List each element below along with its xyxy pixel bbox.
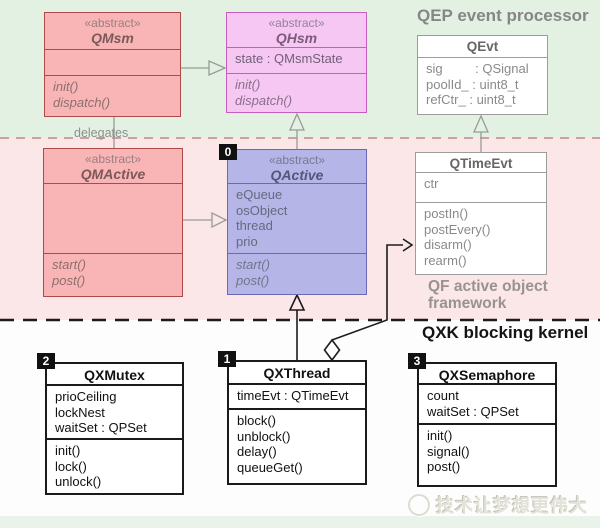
watermark: 技术让梦想更伟大: [408, 492, 588, 518]
operation-line: block(): [237, 413, 277, 428]
attribute-line: prio: [236, 233, 258, 249]
operation-line: postEvery(): [424, 221, 491, 237]
attributes-section: sig : QSignal poolId_ : uint8_t refCtr_ …: [418, 57, 547, 114]
attributes-section: [45, 49, 180, 75]
attributes-section: prioCeiling lockNest waitSet : QPSet: [47, 384, 182, 438]
attributes-section: ctr: [416, 172, 546, 202]
operation-line: disarm(): [424, 237, 472, 252]
attribute-line: timeEvt : QTimeEvt: [237, 388, 349, 403]
operations-section: init() lock() unlock(): [47, 438, 182, 493]
class-stereotype: «abstract»: [84, 16, 141, 30]
class-qmsm: «abstract» QMsm init() dispatch(): [44, 12, 181, 117]
attribute-line: count: [427, 388, 459, 403]
operations-section: block() unblock() delay() queueGet(): [229, 408, 365, 483]
qep-region-title: QEP event processor: [417, 6, 589, 25]
operation-line: init(): [53, 79, 79, 94]
class-qhsm: «abstract» QHsm state : QMsmState init()…: [226, 12, 367, 113]
attribute-line: osObject: [236, 202, 288, 218]
attributes-section: timeEvt : QTimeEvt: [229, 383, 365, 408]
attribute-line: refCtr_ : uint8_t: [426, 92, 516, 107]
attributes-section: [44, 183, 182, 253]
operations-section: init() signal() post(): [419, 423, 555, 485]
operation-line: post(): [427, 459, 461, 474]
class-name: QActive: [270, 167, 324, 183]
class-name: QXSemaphore: [438, 367, 536, 383]
operations-section: postIn() postEvery() disarm() rearm(): [416, 202, 546, 274]
attribute-line: prioCeiling: [55, 389, 117, 404]
operation-line: unlock(): [55, 474, 102, 489]
class-stereotype: «abstract»: [268, 16, 325, 30]
operation-line: init(): [427, 428, 453, 443]
operations-section: init() dispatch(): [45, 75, 180, 116]
class-qxmutex: QXMutex prioCeiling lockNest waitSet : Q…: [45, 362, 184, 495]
class-qxsemaphore: QXSemaphore count waitSet : QPSet init()…: [417, 362, 557, 487]
operation-line: start(): [52, 257, 86, 272]
class-name: QEvt: [466, 39, 499, 54]
attribute-line: ctr: [424, 176, 439, 191]
watermark-logo-icon: [408, 494, 430, 516]
attribute-line: sig : QSignal: [426, 61, 529, 76]
operation-line: dispatch(): [235, 92, 293, 108]
operation-line: delay(): [237, 444, 277, 459]
delegates-label: delegates: [74, 126, 129, 140]
operation-line: init(): [55, 443, 81, 458]
class-name: QHsm: [275, 30, 318, 46]
badge-1: 1: [218, 351, 236, 367]
class-stereotype: «abstract»: [268, 153, 326, 167]
attribute-line: eQueue: [236, 187, 283, 202]
qxk-region-title: QXK blocking kernel: [422, 323, 589, 342]
operation-line: queueGet(): [237, 459, 303, 475]
operation-line: post(): [236, 272, 270, 288]
attribute-line: state : QMsmState: [235, 51, 343, 66]
class-qxthread: QXThread timeEvt : QTimeEvt block() unbl…: [227, 360, 367, 485]
class-stereotype: «abstract»: [84, 152, 142, 166]
badge-0: 0: [219, 144, 237, 160]
attributes-section: state : QMsmState: [227, 47, 366, 73]
watermark-text: 技术让梦想更伟大: [436, 496, 588, 516]
operation-line: post(): [52, 272, 86, 288]
operation-line: init(): [235, 77, 261, 92]
attribute-line: waitSet : QPSet: [427, 403, 519, 419]
operation-line: unblock(): [237, 428, 291, 444]
operations-section: start() post(): [228, 253, 366, 294]
class-name: QXMutex: [84, 367, 145, 383]
attributes-section: eQueue osObject thread prio: [228, 183, 366, 253]
badge-3: 3: [408, 353, 426, 369]
class-name: QXThread: [263, 365, 331, 381]
attribute-line: waitSet : QPSet: [55, 420, 147, 435]
badge-2: 2: [37, 353, 55, 369]
class-qactive: «abstract» QActive eQueue osObject threa…: [227, 149, 367, 295]
qf-region-title: QF active object framework: [428, 278, 548, 312]
class-qmactive: «abstract» QMActive start() post(): [43, 148, 183, 297]
attributes-section: count waitSet : QPSet: [419, 383, 555, 423]
operation-line: postIn(): [424, 206, 469, 221]
operation-line: signal(): [427, 443, 470, 459]
bottom-margin: [0, 516, 600, 528]
attribute-line: thread: [236, 218, 273, 233]
class-name: QTimeEvt: [449, 156, 513, 171]
class-name: QMsm: [91, 30, 134, 46]
operation-line: dispatch(): [53, 94, 111, 110]
class-qtimeevt: QTimeEvt ctr postIn() postEvery() disarm…: [415, 152, 547, 275]
attribute-line: poolId_ : uint8_t: [426, 76, 519, 92]
class-qevt: QEvt sig : QSignal poolId_ : uint8_t ref…: [417, 35, 548, 115]
operation-line: rearm(): [424, 252, 467, 268]
operations-section: start() post(): [44, 253, 182, 296]
operations-section: init() dispatch(): [227, 73, 366, 112]
operation-line: start(): [236, 257, 270, 272]
attribute-line: lockNest: [55, 404, 105, 420]
operation-line: lock(): [55, 458, 87, 474]
class-name: QMActive: [80, 166, 146, 182]
